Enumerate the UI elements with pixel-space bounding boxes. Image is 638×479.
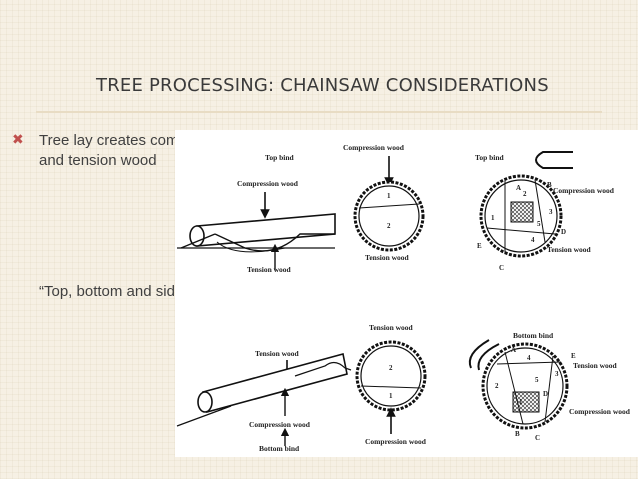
label-bottom-bind: Bottom bind [259, 444, 300, 453]
bottom-bind-cut-diagram: Bottom bind A B C D E 1 2 3 4 5 Tension … [468, 331, 631, 442]
bottom-cross-section-diagram: Tension wood 2 1 Compression wood [355, 323, 427, 446]
cut-5: 5 [537, 220, 541, 228]
point-e: E [477, 242, 482, 250]
label-top-bind: Top bind [475, 153, 505, 162]
label-tension-wood: Tension wood [365, 253, 410, 262]
cut-2: 2 [523, 190, 527, 198]
label-top-bind: Top bind [265, 153, 295, 162]
cut-1: 1 [519, 398, 523, 406]
region-2: 2 [387, 222, 391, 230]
region-2: 2 [389, 364, 393, 372]
label-compression-wood: Compression wood [365, 437, 427, 446]
point-c: C [535, 434, 540, 442]
cut-1: 1 [491, 214, 495, 222]
cut-2: 2 [495, 382, 499, 390]
label-compression-wood: Compression wood [569, 407, 631, 416]
point-c: C [499, 264, 504, 272]
point-b: B [547, 181, 552, 189]
label-tension-wood: Tension wood [573, 361, 618, 370]
point-e: E [571, 352, 576, 360]
point-b: B [515, 430, 520, 438]
cut-4: 4 [531, 236, 535, 244]
region-1: 1 [387, 192, 391, 200]
label-bottom-bind: Bottom bind [513, 331, 554, 340]
point-d: D [561, 228, 566, 236]
label-compression-wood: Compression wood [553, 186, 615, 195]
cut-3: 3 [549, 208, 553, 216]
top-bind-log-diagram: Top bind Compression wood Tension wood [177, 153, 336, 274]
cut-5: 5 [535, 376, 539, 384]
point-a: A [511, 346, 516, 354]
bullet-line-2: and tension wood [39, 152, 157, 169]
region-1: 1 [389, 392, 393, 400]
label-compression-wood: Compression wood [343, 143, 405, 152]
cut-3: 3 [555, 370, 559, 378]
slide-title: TREE PROCESSING: CHAINSAW CONSIDERATIONS [96, 75, 549, 96]
top-bind-cut-diagram: Top bind A B C D E 1 2 3 4 5 Compression… [475, 151, 615, 272]
title-divider [36, 111, 602, 113]
label-tension-wood: Tension wood [369, 323, 414, 332]
cut-4: 4 [527, 354, 531, 362]
label-tension-wood: Tension wood [255, 349, 300, 358]
point-d: D [543, 390, 548, 398]
bullet-x-icon: ✖ [12, 131, 24, 147]
label-compression-wood: Compression wood [237, 179, 299, 188]
point-a: A [516, 184, 521, 192]
bottom-bind-log-diagram: Tension wood Compression wood Bottom bin… [176, 349, 352, 453]
label-compression-wood: Compression wood [249, 420, 311, 429]
label-tension-wood: Tension wood [547, 245, 592, 254]
chainsaw-binds-figure: Top bind Compression wood Tension wood C… [175, 130, 638, 457]
top-cross-section-diagram: Compression wood 1 2 Tension wood [343, 143, 425, 262]
label-tension-wood: Tension wood [247, 265, 292, 274]
